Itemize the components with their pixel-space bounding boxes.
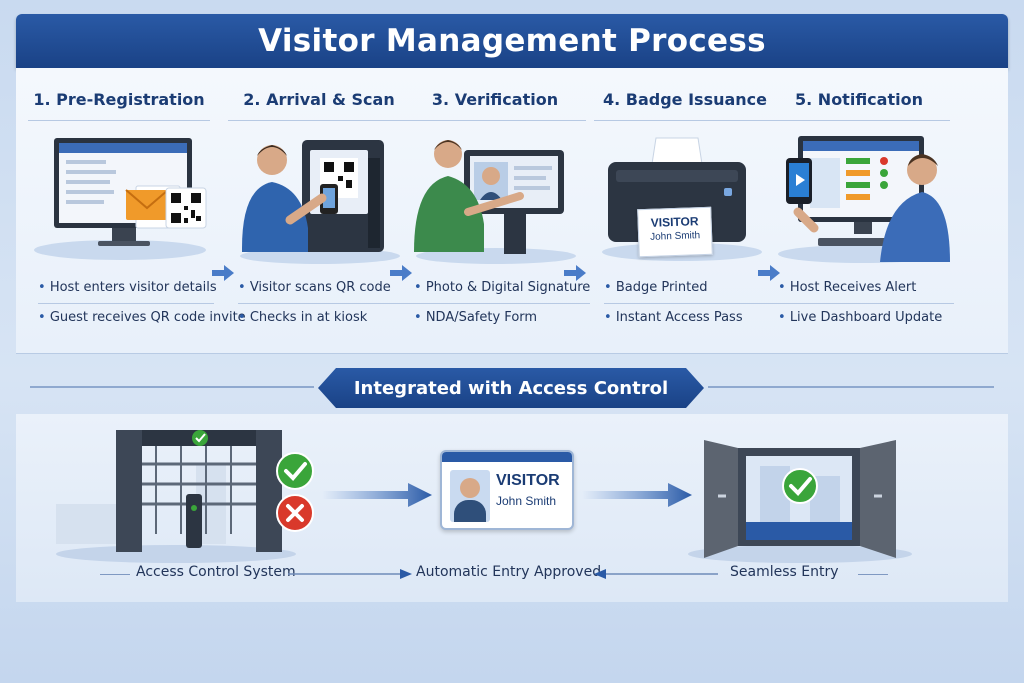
divider (858, 574, 888, 575)
avatar (450, 470, 490, 522)
arrow-icon (594, 569, 718, 579)
step-bullets: Host enters visitor details Guest receiv… (38, 274, 246, 333)
tablet-icon (414, 140, 576, 264)
step-badge-issuance: 4. Badge Issuance VISITOR John Smith Bad… (594, 68, 780, 354)
step-bullets: Host Receives Alert Live Dashboard Updat… (778, 274, 954, 333)
process-steps-panel: 1. Pre-Registration (16, 68, 1008, 354)
step-title: 3. Verification (431, 90, 559, 109)
badge-caption: Automatic Entry Approved (416, 564, 602, 580)
bullet-item: Guest receives QR code invite (38, 304, 246, 333)
check-icon (192, 430, 208, 446)
arrow-icon (322, 483, 432, 507)
divider (594, 120, 776, 121)
divider (30, 386, 314, 388)
door-icon (688, 440, 912, 563)
badge-icon: VISITOR John Smith (440, 450, 574, 530)
dashboard-icon (778, 136, 950, 263)
integration-ribbon: Integrated with Access Control (30, 362, 994, 412)
check-icon (782, 468, 818, 504)
access-control-panel: VISITOR John Smith Access Control System (16, 414, 1008, 602)
check-icon (276, 452, 314, 490)
door-caption: Seamless Entry (730, 564, 839, 580)
step-title: 1. Pre-Registration (33, 90, 205, 109)
step-title: 4. Badge Issuance (602, 90, 767, 109)
bullet-item: Badge Printed (604, 274, 780, 304)
phone-icon (786, 158, 812, 204)
arrow-icon (758, 265, 780, 281)
turnstile-icon (56, 430, 296, 563)
step-pre-registration: 1. Pre-Registration (28, 68, 246, 354)
divider (228, 120, 410, 121)
gate-caption: Access Control System (136, 564, 296, 580)
arrow-icon (212, 265, 234, 281)
divider (708, 386, 994, 388)
qr-code-icon (165, 187, 207, 229)
step-bullets: Photo & Digital Signature NDA/Safety For… (414, 274, 590, 333)
header-banner: Visitor Management Process (16, 14, 1008, 68)
bullet-item: NDA/Safety Form (414, 304, 590, 333)
kiosk-icon (240, 140, 400, 264)
step-bullets: Badge Printed Instant Access Pass (604, 274, 780, 333)
step-arrival-scan: 2. Arrival & Scan (228, 68, 414, 354)
ribbon-banner: Integrated with Access Control (318, 368, 704, 408)
ribbon-label: Integrated with Access Control (353, 377, 669, 399)
qr-code-icon (320, 158, 358, 198)
cross-icon (276, 494, 314, 532)
bullet-item: Visitor scans QR code (238, 274, 414, 304)
step-title: 5. Notification (795, 90, 923, 109)
divider (768, 120, 950, 121)
arrow-icon (288, 569, 412, 579)
divider (28, 120, 210, 121)
badge-name: John Smith (496, 494, 557, 508)
badge-icon: VISITOR John Smith (637, 206, 713, 258)
divider (404, 120, 586, 121)
arrow-icon (564, 265, 586, 281)
monitor-icon (34, 138, 207, 260)
bullet-item: Live Dashboard Update (778, 304, 954, 333)
arrow-icon (582, 483, 692, 507)
bullet-item: Host Receives Alert (778, 274, 954, 304)
step-bullets: Visitor scans QR code Checks in at kiosk (238, 274, 414, 333)
bullet-item: Checks in at kiosk (238, 304, 414, 333)
divider (100, 574, 130, 575)
bullet-item: Host enters visitor details (38, 274, 217, 304)
badge-label: VISITOR (650, 214, 699, 230)
page-title: Visitor Management Process (258, 23, 766, 59)
step-title: 2. Arrival & Scan (243, 90, 395, 109)
step-notification: 5. Notification (768, 68, 954, 354)
bullet-item: Instant Access Pass (604, 304, 780, 333)
badge-label: VISITOR (496, 472, 560, 489)
arrow-icon (390, 265, 412, 281)
step-verification: 3. Verification Photo & Digital Signat (404, 68, 590, 354)
badge-name: John Smith (649, 230, 701, 243)
envelope-icon (125, 189, 169, 220)
